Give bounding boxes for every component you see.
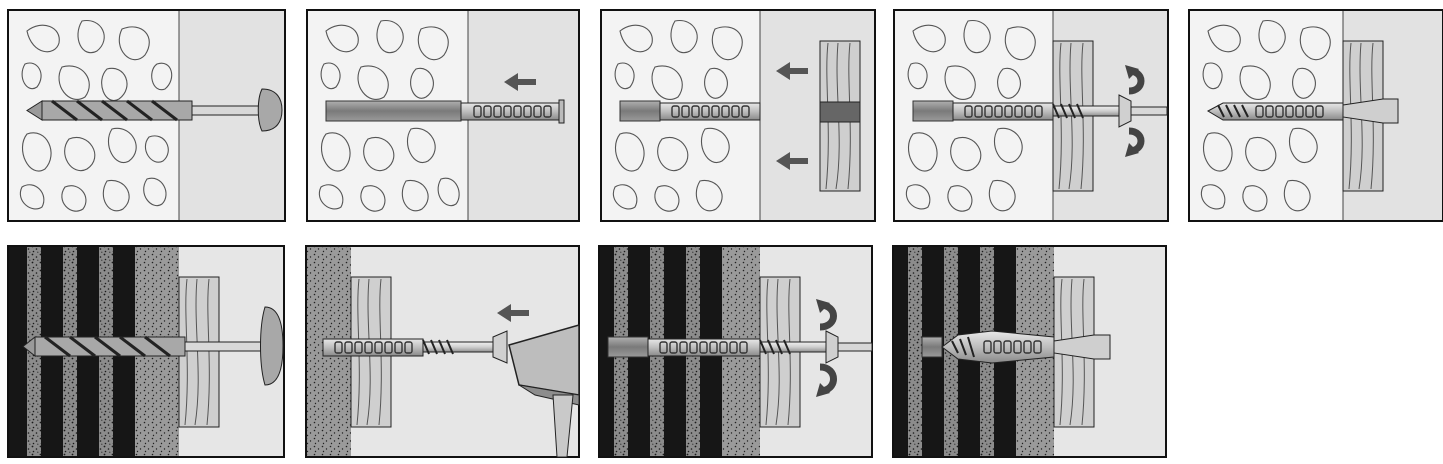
drill-bit-icon xyxy=(22,306,284,386)
drill-bit-icon xyxy=(26,88,283,132)
screw xyxy=(422,330,508,364)
screw-head xyxy=(1342,98,1399,124)
wall-plug-anchor xyxy=(659,102,761,121)
wall-plug-anchor xyxy=(941,330,1055,364)
step-panel-stone-fixture xyxy=(600,9,876,222)
wall-plug-anchor xyxy=(460,99,565,124)
screw-head xyxy=(1053,334,1111,360)
step-panel-brick-drill xyxy=(7,245,285,458)
screw xyxy=(1052,94,1168,128)
step-panel-brick-screw xyxy=(598,245,873,458)
screw xyxy=(759,330,873,364)
wall-plug-anchor xyxy=(322,338,424,357)
step-panel-brick-fastened xyxy=(892,245,1167,458)
wall-plug-anchor xyxy=(1206,102,1344,121)
step-panel-brick-insert xyxy=(305,245,580,458)
step-panel-stone-drill xyxy=(7,9,286,222)
rotate-arrow-icon xyxy=(1125,65,1145,157)
push-arrow-icon xyxy=(776,152,808,170)
push-arrow-icon xyxy=(776,62,808,80)
hammer-icon xyxy=(508,324,580,458)
push-arrow-icon xyxy=(497,304,529,322)
step-panel-stone-fastened xyxy=(1188,9,1443,222)
push-arrow-icon xyxy=(504,73,536,91)
rotate-arrow-icon xyxy=(816,299,837,397)
step-panel-stone-screw xyxy=(893,9,1169,222)
wall-plug-anchor xyxy=(952,102,1054,121)
step-panel-stone-insert xyxy=(306,9,580,222)
wall-plug-anchor xyxy=(647,338,761,357)
wood-fixture xyxy=(819,40,861,192)
stone-texture xyxy=(19,20,173,212)
